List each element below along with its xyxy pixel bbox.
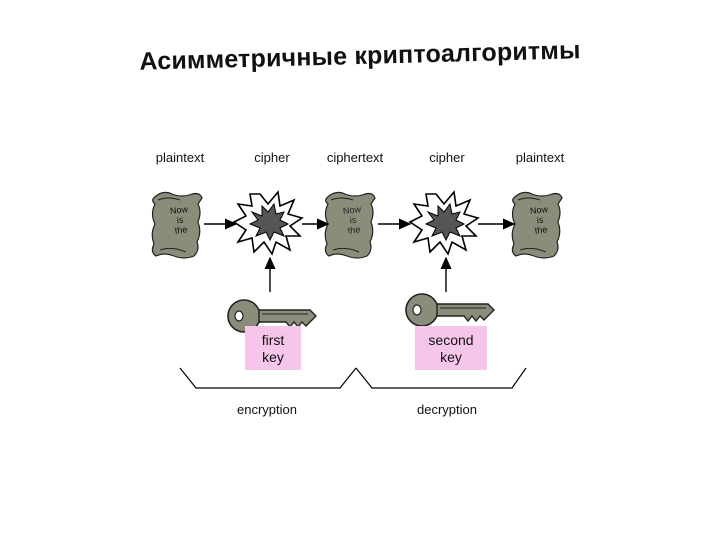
encryption-label: encryption — [237, 402, 297, 417]
label-plaintext-out: plaintext — [515, 150, 565, 165]
decryption-label: decryption — [417, 402, 477, 417]
scroll-text-out: Now is the — [526, 204, 555, 237]
first-key-label: first key — [245, 326, 301, 370]
cipher-burst-1 — [233, 191, 303, 255]
label-cipher-1: cipher — [254, 150, 290, 165]
second-key-icon — [405, 293, 495, 327]
second-key-label: second key — [415, 326, 487, 370]
scroll-text-cipher: Now is the — [339, 204, 368, 237]
bracket-encryption — [179, 367, 357, 389]
label-plaintext-in: plaintext — [155, 150, 205, 165]
scroll-text-in: Now is the — [166, 204, 195, 237]
cipher-burst-2 — [409, 191, 479, 255]
bracket-decryption — [355, 367, 527, 389]
label-cipher-2: cipher — [429, 150, 465, 165]
label-ciphertext: ciphertext — [326, 150, 384, 165]
